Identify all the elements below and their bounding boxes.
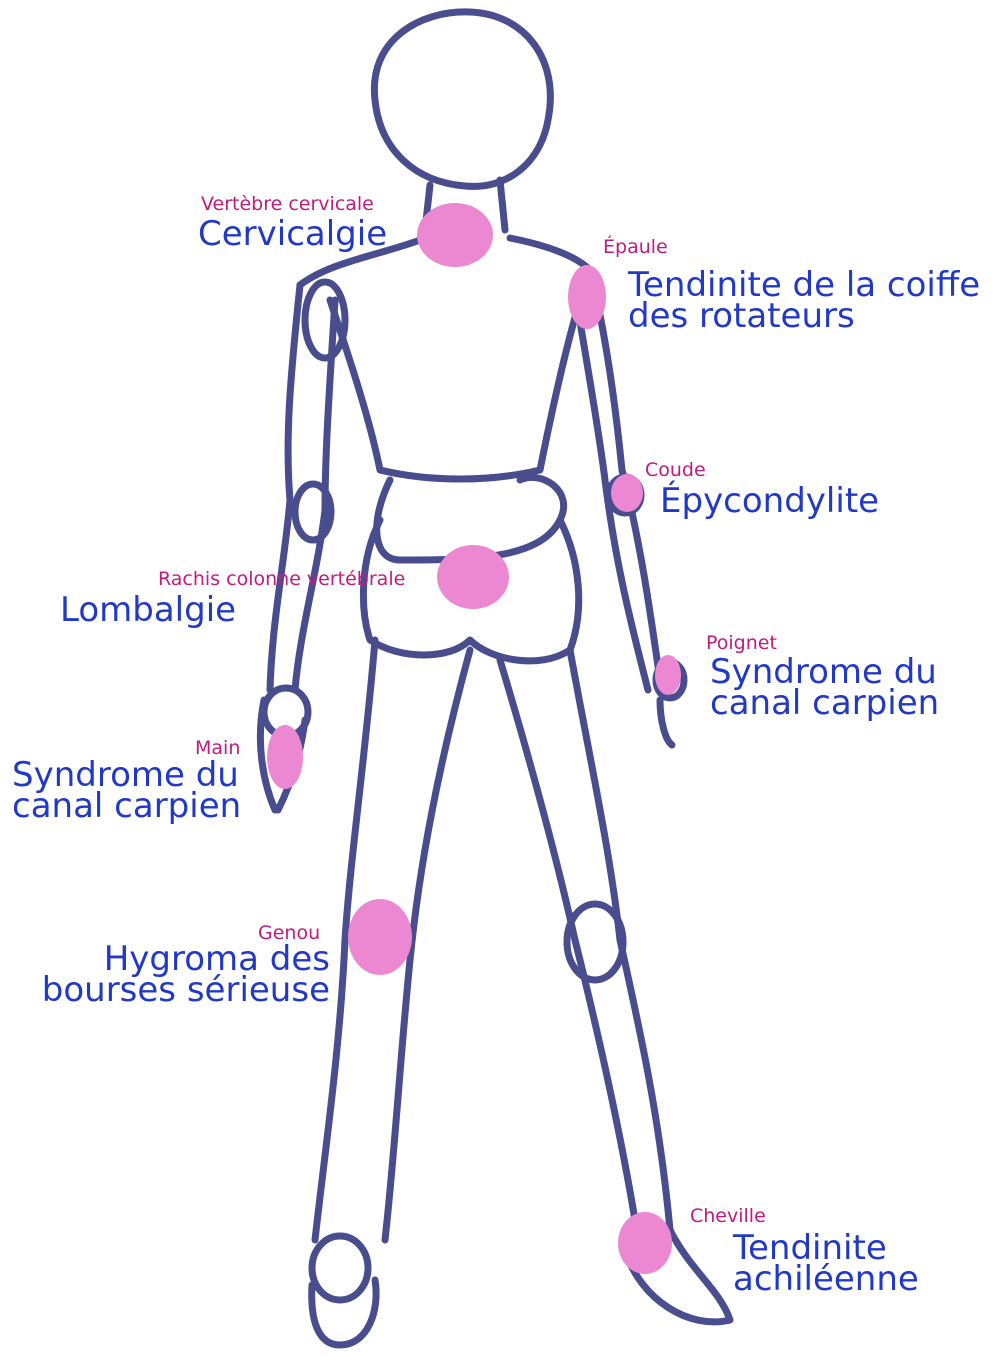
neck-highlight [417, 203, 493, 267]
knee-highlight [348, 899, 412, 975]
ankle-body-part-label: Cheville [690, 1207, 766, 1226]
torso-outline [300, 238, 590, 479]
neck-condition-label: Cervicalgie [198, 217, 387, 251]
wrist-condition-line-2: canal carpien [710, 686, 939, 720]
head-outline [374, 12, 550, 187]
ankle-highlight [618, 1212, 672, 1274]
shoulder-condition-label: Tendinite de la coiffe des rotateurs [628, 268, 980, 333]
spine-condition-label: Lombalgie [60, 593, 236, 627]
knee-condition-label: Hygroma des bourses sérieuse [35, 942, 330, 1007]
ankle-condition-line-2: achiléenne [733, 1262, 919, 1296]
neck-body-part-label: Vertèbre cervicale [201, 195, 374, 214]
elbow-highlight [611, 474, 643, 512]
hand-condition-label: Syndrome du canal carpien [12, 758, 241, 823]
hand-highlight [267, 725, 303, 789]
neck-condition-line: Cervicalgie [198, 217, 387, 251]
spine-highlight [437, 545, 509, 609]
elbow-condition-line: Épycondylite [660, 484, 879, 518]
elbow-condition-label: Épycondylite [660, 484, 879, 518]
spine-body-part-label: Rachis colonne vertébrale [158, 570, 405, 589]
ankle-condition-label: Tendinite achiléenne [733, 1231, 919, 1296]
knee-condition-line-2: bourses sérieuse [35, 973, 330, 1007]
elbow-body-part-label: Coude [645, 461, 706, 480]
right-hand-outline [660, 700, 672, 745]
wrist-condition-label: Syndrome du canal carpien [710, 655, 939, 720]
wrist-highlight [655, 655, 681, 695]
left-ankle-joint [312, 1236, 368, 1300]
right-leg-outline [500, 650, 670, 1230]
hand-condition-line-2: canal carpien [12, 789, 241, 823]
wrist-body-part-label: Poignet [706, 634, 777, 653]
shoulder-body-part-label: Épaule [603, 238, 668, 257]
spine-condition-line: Lombalgie [60, 593, 236, 627]
shoulder-highlight [568, 265, 606, 329]
